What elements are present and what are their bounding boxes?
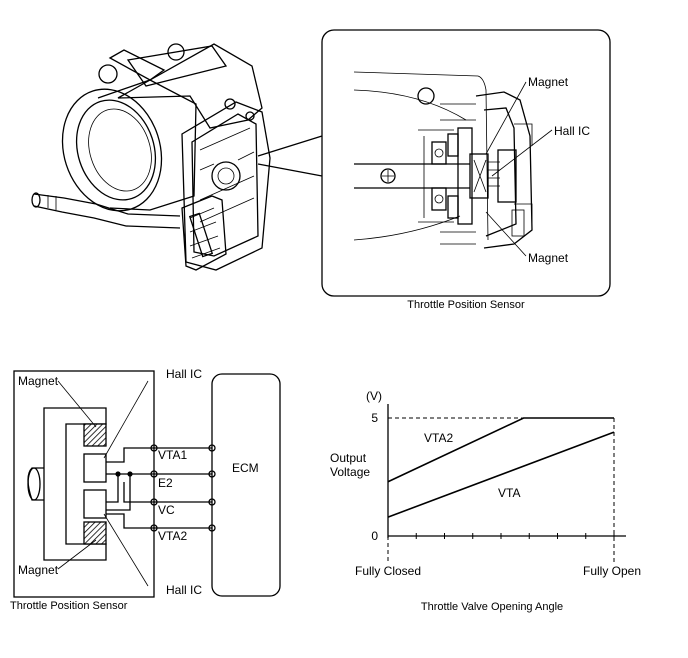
x-tick-fully-closed: Fully Closed <box>355 564 421 578</box>
y-tick-0: 0 <box>371 529 378 543</box>
terminal-e2-label: E2 <box>158 476 173 490</box>
ecm-box <box>211 373 281 597</box>
series-label-vta2: VTA2 <box>424 431 453 445</box>
sensor-detail-inset <box>321 29 611 297</box>
magnet-block-top <box>83 423 107 447</box>
circuit-magnet-bottom-label: Magnet <box>18 563 59 577</box>
series-label-vta: VTA <box>498 486 520 500</box>
hall-ic-block-lower <box>83 489 107 519</box>
voltage-chart <box>387 404 626 562</box>
terminal-vta2-label: VTA2 <box>158 529 187 543</box>
y-unit-label: (V) <box>366 389 382 403</box>
series-line-vta <box>387 431 615 518</box>
circuit-hall-ic-top-label: Hall IC <box>166 367 202 381</box>
terminal-vc-label: VC <box>158 503 175 517</box>
terminal-vta1-label: VTA1 <box>158 448 187 462</box>
circuit-hall-ic-bottom-label: Hall IC <box>166 583 202 597</box>
x-axis-title: Throttle Valve Opening Angle <box>421 601 563 613</box>
circuit-caption: Throttle Position Sensor <box>10 600 128 612</box>
callout-pointer <box>257 135 323 177</box>
series-line-vta2 <box>387 417 614 483</box>
ecm-label: ECM <box>232 461 259 475</box>
y-axis-label: Output Voltage <box>330 451 370 479</box>
sensor-circuit <box>13 370 281 598</box>
hall-ic-block-upper <box>83 453 107 483</box>
throttle-body-illustration <box>31 43 271 271</box>
x-tick-fully-open: Fully Open <box>583 564 641 578</box>
circuit-magnet-top-label: Magnet <box>18 374 59 388</box>
magnet-label-bottom: Magnet <box>528 251 569 265</box>
magnet-label-top: Magnet <box>528 75 569 89</box>
hall-ic-label: Hall IC <box>554 124 590 138</box>
inset-caption: Throttle Position Sensor <box>407 299 525 311</box>
magnet-block-bottom <box>83 521 107 545</box>
y-tick-5: 5 <box>371 411 378 425</box>
